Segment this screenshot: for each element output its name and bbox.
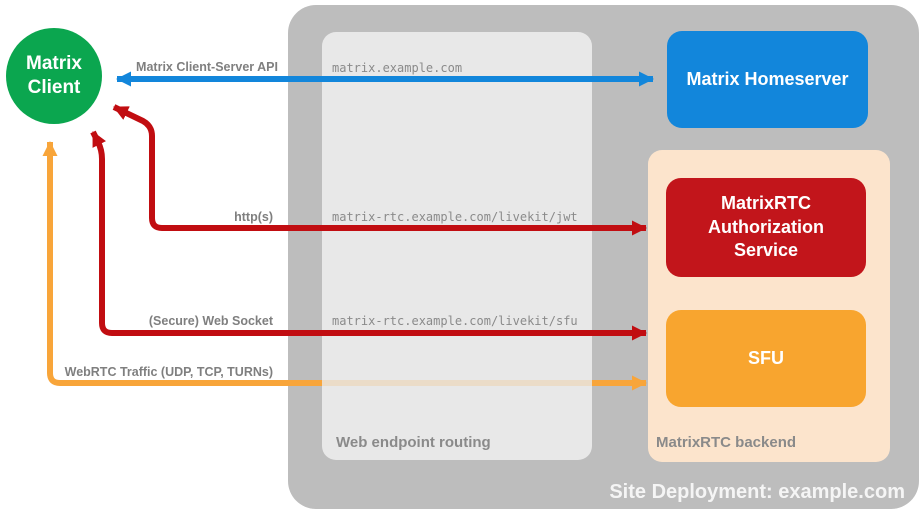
endpoint-livekit-jwt: matrix-rtc.example.com/livekit/jwt — [332, 210, 578, 224]
matrix-client-node: Matrix Client — [6, 28, 102, 124]
matrixrtc-authorization-service-node: MatrixRTC Authorization Service — [666, 178, 866, 277]
site-deployment-caption: Site Deployment: example.com — [609, 481, 905, 503]
endpoint-matrix-example: matrix.example.com — [332, 61, 463, 75]
matrix-homeserver-node: Matrix Homeserver — [667, 31, 868, 128]
matrixrtc-backend-caption: MatrixRTC backend — [656, 434, 797, 451]
client-sfu-webrtc-arrow — [42, 141, 322, 386]
matrix-homeserver-label: Matrix Homeserver — [686, 68, 849, 89]
https-label: http(s) — [234, 210, 273, 224]
matrixrtc-authorization-service-label: MatrixRTC Authorization Service — [708, 193, 824, 261]
endpoint-livekit-sfu: matrix-rtc.example.com/livekit/sfu — [332, 314, 578, 328]
webrtc-traffic-label: WebRTC Traffic (UDP, TCP, TURNs) — [64, 365, 273, 379]
web-endpoint-routing-panel — [322, 32, 592, 460]
matrix-client-label-line1: Matrix — [26, 53, 82, 75]
websocket-label: (Secure) Web Socket — [148, 314, 273, 328]
sfu-label: SFU — [748, 347, 784, 368]
matrix-client-label-line2: Client — [27, 77, 81, 98]
sfu-node: SFU — [666, 310, 866, 407]
client-server-api-label: Matrix Client-Server API — [136, 60, 278, 74]
web-endpoint-routing-caption: Web endpoint routing — [336, 434, 491, 451]
